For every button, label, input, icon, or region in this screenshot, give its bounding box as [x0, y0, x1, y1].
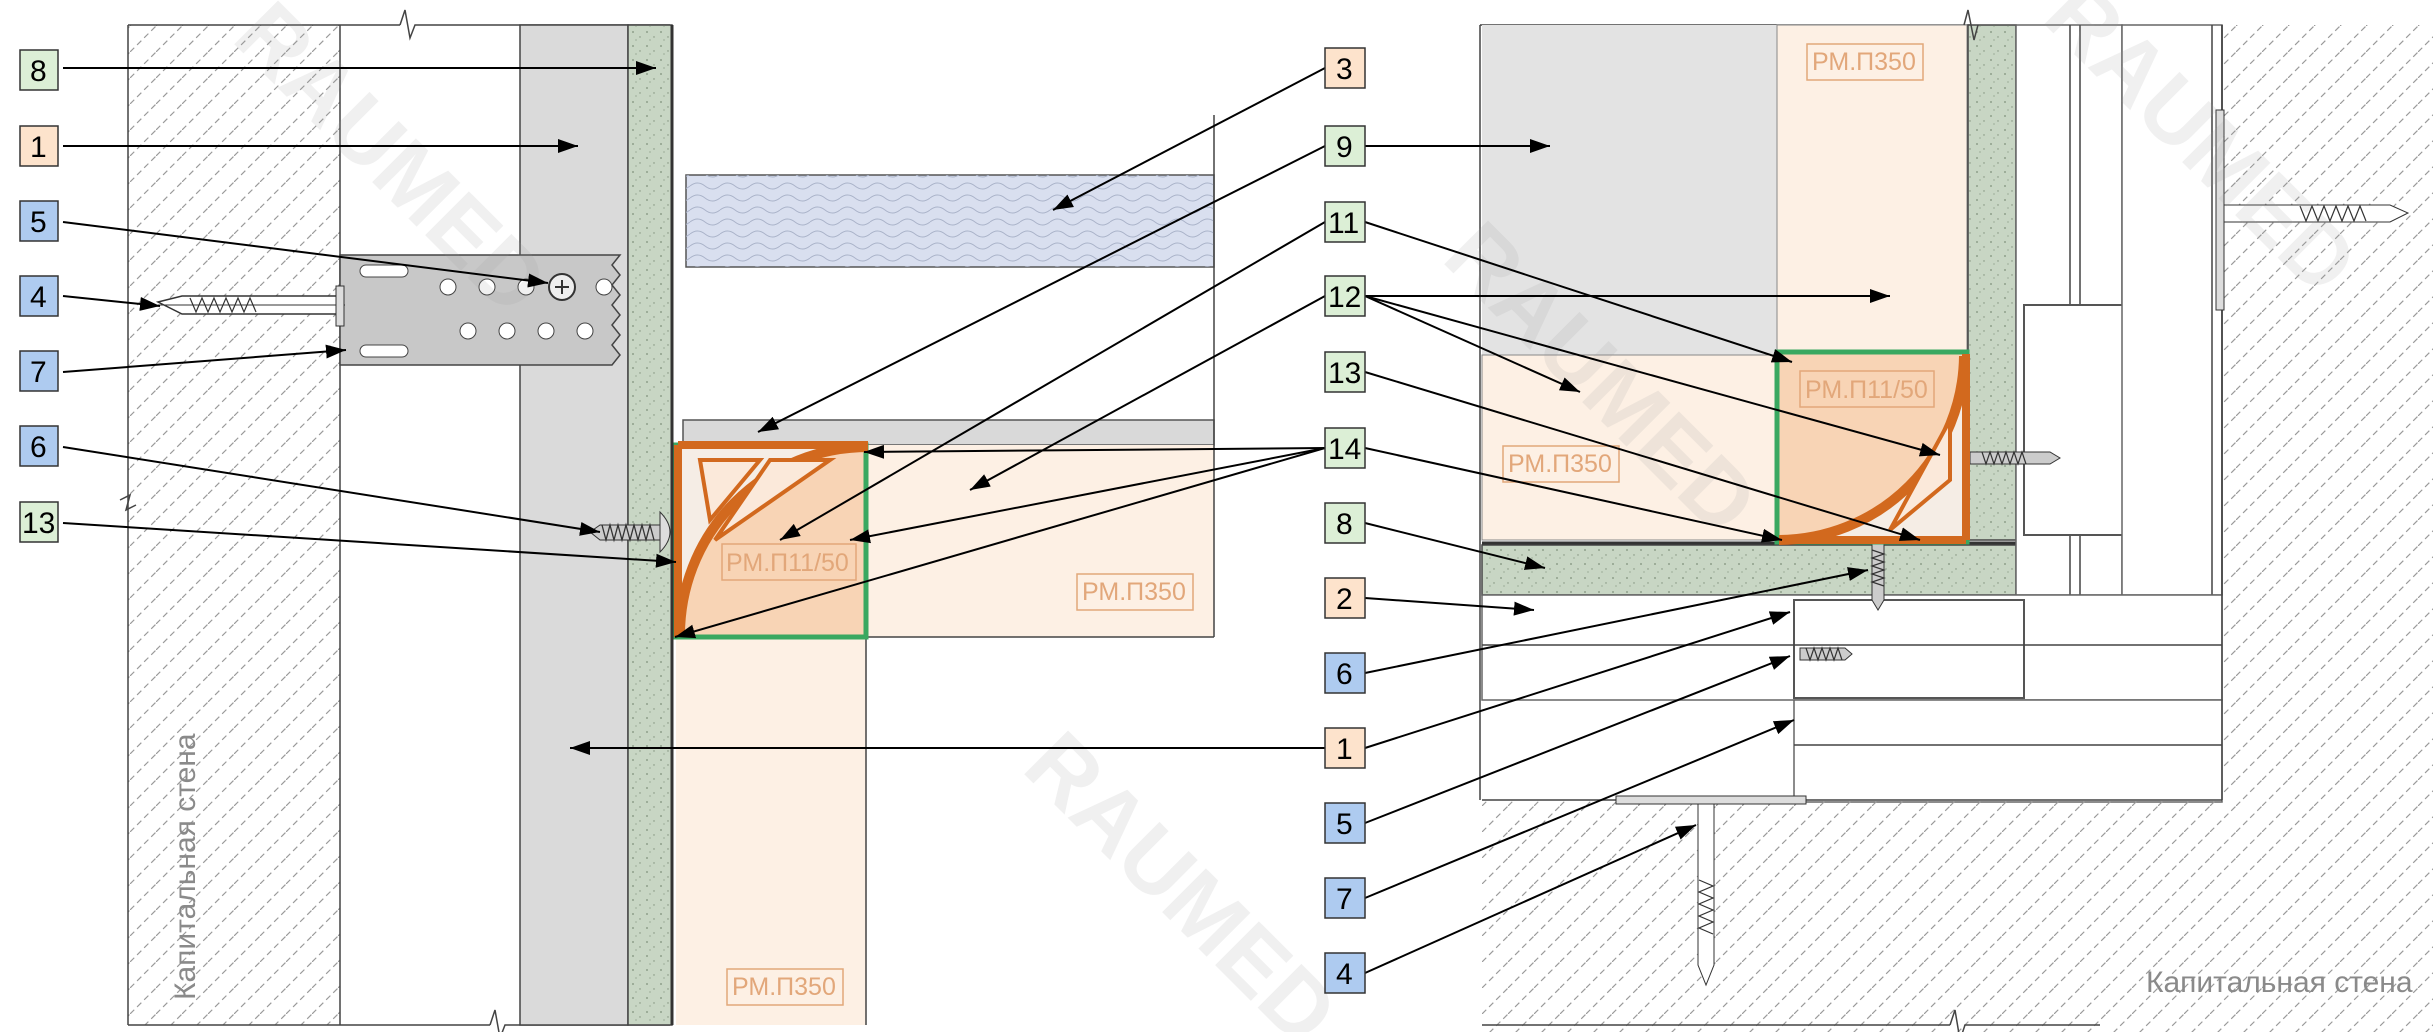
callout-number: 6: [1336, 658, 1353, 691]
panel-label-top-right: РМ.П350: [1812, 48, 1916, 76]
callout-number: 8: [30, 55, 47, 88]
callout-box: [1324, 201, 1366, 243]
callout-number: 12: [1328, 281, 1361, 314]
right-detail: РМ.П350 РМ.П11/50 РМ.П350 Капитальная ст…: [1479, 9, 2433, 1032]
callout-box: [19, 125, 59, 167]
callout-box: [19, 200, 59, 242]
callout-box: [1324, 427, 1366, 469]
callout-number: 7: [30, 356, 47, 389]
anchor-dowel-left: [155, 285, 345, 327]
capital-wall-left: [128, 25, 340, 1025]
callout-number: 5: [30, 206, 47, 239]
screw-right-horizontal: [1969, 450, 2061, 466]
callout-box: [1324, 125, 1366, 167]
callout-number: 13: [1328, 357, 1361, 390]
callout-number: 4: [1336, 958, 1353, 991]
leader-lines: [62, 61, 1941, 974]
callout-number: 1: [1336, 733, 1353, 766]
callout-number: 14: [1328, 433, 1361, 466]
callout-box: [1324, 275, 1366, 317]
callout-box: [1324, 47, 1366, 89]
callout-box: [1324, 351, 1366, 393]
callout-number: 8: [1336, 508, 1353, 541]
corner-profile-right: [1774, 349, 1970, 545]
callout-number: 11: [1328, 207, 1359, 240]
callout-number: 2: [1336, 583, 1353, 616]
capital-wall-label-right: Капитальная стена: [2146, 966, 2413, 999]
callout-box: [19, 501, 59, 543]
callout-number: 7: [1336, 883, 1353, 916]
callout-box: [19, 49, 59, 91]
panel-vertical-left: [676, 637, 866, 1025]
profile-label-left: РМ.П11/50: [726, 549, 849, 577]
anchor-dowel-right-top: [2215, 109, 2410, 311]
callout-number: 4: [30, 281, 47, 314]
callout-number: 5: [1336, 808, 1353, 841]
callout-box: [1324, 952, 1366, 994]
callout-box: [1324, 652, 1366, 694]
callout-number: 1: [30, 131, 47, 164]
callout-box: [19, 350, 59, 392]
callouts-left: 8 1 5 4 7 6 13: [19, 49, 59, 543]
callout-box: [1324, 802, 1366, 844]
mounting-bracket: [339, 254, 622, 366]
callout-number: 9: [1336, 131, 1353, 164]
capital-wall-label-left: Капитальная стена: [169, 733, 202, 1000]
panel-label-mid-right: РМ.П350: [1508, 450, 1612, 478]
screw-right-stud: [1799, 646, 1853, 662]
callout-number: 3: [1336, 53, 1353, 86]
callout-number: 13: [22, 507, 55, 540]
svg-text:RAUMED: RAUMED: [1006, 713, 1356, 1032]
wall-gray-right: [1482, 25, 1777, 355]
capital-wall-right-vertical: [2222, 25, 2433, 1032]
callouts-middle: 3 9 11 12 13 14 8 2 6 1 5 7 4: [1324, 47, 1366, 994]
corner-profile-left: [673, 441, 869, 640]
callout-box: [19, 275, 59, 317]
callout-number: 6: [30, 431, 47, 464]
callout-box: [1324, 502, 1366, 544]
callout-box: [1324, 727, 1366, 769]
panel-label-right-left: РМ.П350: [1082, 578, 1186, 606]
callout-box: [19, 425, 59, 467]
anchor-dowel-right-bottom: [1615, 795, 1807, 987]
left-detail: РМ.П11/50 РМ.П350 РМ.П350 Капитальная ст…: [119, 9, 1215, 1032]
panel-horizontal-left: [866, 445, 1214, 637]
profile-label-right: РМ.П11/50: [1805, 376, 1928, 404]
panel-label-bottom-left: РМ.П350: [732, 973, 836, 1001]
panel-mid-right: [1481, 354, 1778, 541]
callout-box: [1324, 877, 1366, 919]
capital-wall-right-bottom: [1482, 800, 2222, 1032]
callout-box: [1324, 577, 1366, 619]
